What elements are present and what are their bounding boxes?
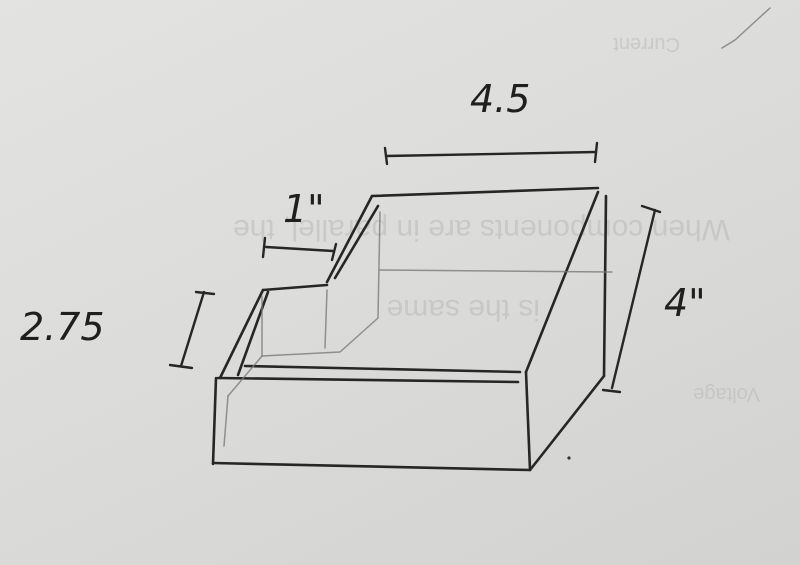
front-left-edge [211,376,218,466]
step-height-tick-bottom [168,363,194,370]
step-width-label: 1" [283,187,325,231]
height-dimension-line [610,208,657,390]
front-right-edge [524,370,532,472]
right-bottom-edge [528,374,606,472]
step-left-edge-double [236,290,270,377]
step-height-label: 2.75 [20,305,105,349]
total-height-label: 4" [664,281,706,325]
hidden-front-vertical [223,395,229,447]
ghost-text-3: is the same [387,293,540,326]
step-tick-left [261,236,267,259]
width-tick-right [593,141,599,164]
width-label: 4.5 [470,77,530,121]
step-front-edge [243,364,522,374]
step-tick-right [330,242,338,262]
ghost-text-4: Voltage [693,383,760,405]
front-bottom-edge [211,461,532,472]
front-top-edge [216,376,520,384]
hidden-tall-vertical [324,289,328,349]
ghost-checkmark [721,7,771,49]
pencil-dot [567,456,571,460]
step-top-edge [261,283,329,292]
top-back-edge [370,186,600,198]
step-left-edge [218,288,265,380]
width-tick-left [383,146,389,166]
hidden-back-bottom [379,269,613,273]
step-height-tick-top [194,290,216,296]
height-tick-bottom [601,388,622,394]
step-height-dimension-line [179,290,206,368]
step-dimension-line [264,245,335,253]
dimension-lines [168,141,662,394]
height-tick-top [640,204,662,214]
tall-left-edge-double [333,204,380,280]
right-front-edge [524,190,600,374]
box-sketch [211,186,613,472]
hidden-lines [227,211,381,397]
ghost-text-1: Current [613,33,680,55]
tall-left-edge [325,194,374,284]
right-back-edge [602,194,608,378]
width-dimension-line [384,150,598,158]
